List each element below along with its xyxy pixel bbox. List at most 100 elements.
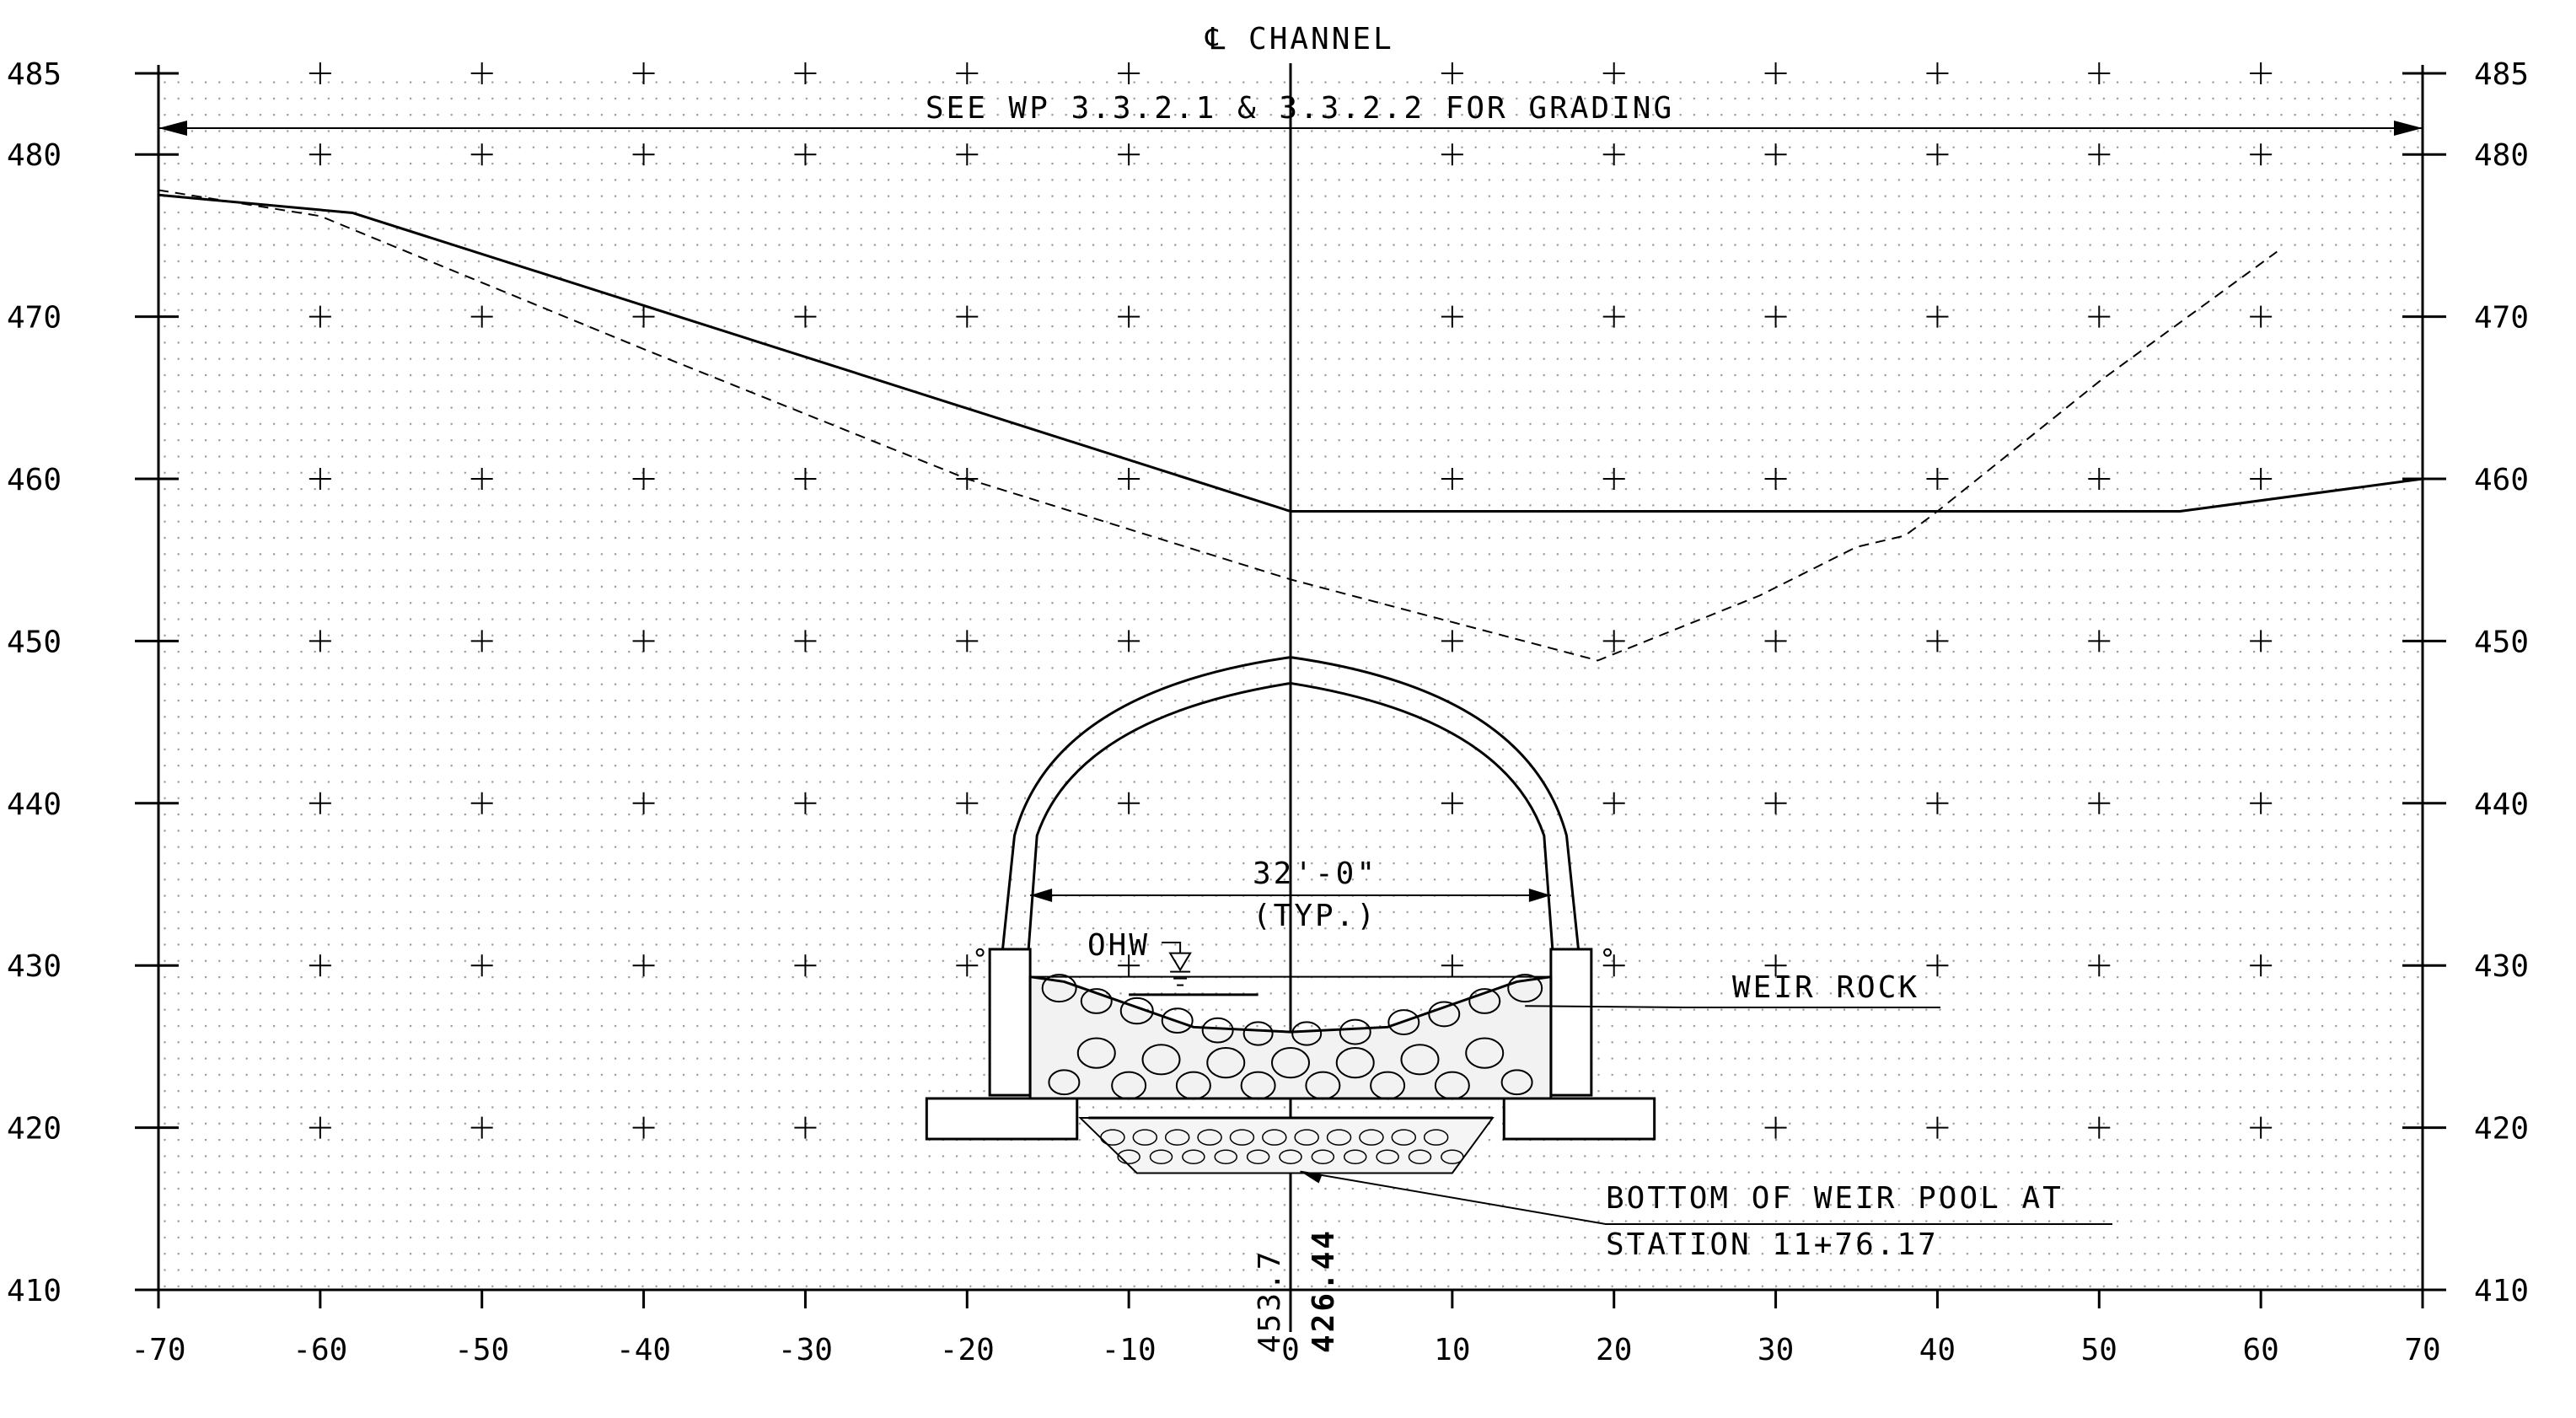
wall-marker-left	[975, 948, 985, 957]
ohw-label: OHW	[1087, 928, 1150, 963]
grid-plus-marker	[794, 143, 817, 166]
annotations: ℄ CHANNEL SEE WP 3.3.2.1 & 3.3.2.2 FOR G…	[158, 22, 2423, 1353]
grid-plus-marker	[1602, 62, 1625, 84]
rock-outline	[1500, 1069, 1533, 1096]
grid-plus-marker	[1118, 954, 1140, 977]
wall-marker-right	[1603, 948, 1613, 957]
grid-plus-marker	[632, 305, 655, 328]
y-tick-label-right: 460	[2474, 463, 2529, 497]
grid-plus-marker	[1926, 630, 1949, 653]
grid-plus-marker	[1602, 468, 1625, 490]
grid-plus-marker	[2250, 1116, 2273, 1139]
x-tick-label: -40	[616, 1333, 671, 1367]
gravel-pebble	[1326, 1129, 1352, 1146]
rock-outline	[1387, 1009, 1420, 1035]
grid-plus-marker	[470, 305, 493, 328]
gravel-pebble	[1149, 1149, 1173, 1164]
grid-plus-marker	[2088, 1116, 2111, 1139]
rock-outline	[1335, 1047, 1375, 1079]
y-tick-label-left: 480	[7, 138, 62, 173]
grid-plus-marker	[2088, 954, 2111, 977]
grid-plus-marker	[632, 792, 655, 814]
y-tick-label-left: 460	[7, 463, 62, 497]
gravel-pebble	[1311, 1149, 1335, 1164]
x-tick-label: -30	[778, 1333, 833, 1367]
grid-plus-marker	[1764, 305, 1787, 328]
grid-plus-marker	[1764, 954, 1787, 977]
gravel-pebble	[1279, 1149, 1302, 1164]
grid-plus-marker	[1764, 143, 1787, 166]
gravel-pebble	[1197, 1129, 1222, 1146]
x-tick-label: -50	[454, 1333, 509, 1367]
grid-plus-marker	[632, 62, 655, 84]
y-tick-label-right: 450	[2474, 625, 2529, 659]
grid-plus-marker	[632, 468, 655, 490]
y-tick-label-left: 420	[7, 1112, 62, 1147]
ohw-leader	[1162, 942, 1182, 953]
grid-plus-marker	[1441, 792, 1463, 814]
y-tick-label-left: 450	[7, 625, 62, 659]
rock-outline	[1048, 1069, 1081, 1096]
elevation-label-453: 453.7	[1253, 1249, 1287, 1353]
grid-plus-marker	[470, 62, 493, 84]
grid-plus-marker	[1118, 630, 1140, 653]
span-arrow-left	[1030, 889, 1053, 902]
grid-plus-marker	[2088, 468, 2111, 490]
y-tick-label-left: 410	[7, 1274, 62, 1308]
rock-outline	[1161, 1007, 1194, 1034]
rock-outline	[1080, 988, 1113, 1014]
y-tick-label-right: 440	[2474, 787, 2529, 822]
grid-plus-marker	[309, 62, 331, 84]
existing-ground-profile	[158, 189, 2278, 662]
grid-plus-marker	[632, 954, 655, 977]
grid-plus-marker	[470, 468, 493, 490]
grid-plus-marker	[1118, 305, 1140, 328]
centerline-label: ℄ CHANNEL	[1205, 22, 1394, 56]
grid-plus-marker	[2088, 630, 2111, 653]
bottom-note-line-1: BOTTOM OF WEIR POOL AT	[1606, 1181, 2063, 1216]
x-tick-label: 20	[1596, 1333, 1632, 1367]
grid-plus-marker	[1602, 792, 1625, 814]
y-tick-label-right: 485	[2474, 57, 2529, 92]
stem-wall-right	[1549, 948, 1593, 1097]
rock-outline	[1370, 1071, 1406, 1100]
grid-plus-marker	[2088, 792, 2111, 814]
grid-plus-marker	[1118, 143, 1140, 166]
rock-outline	[1428, 1001, 1461, 1028]
bottom-note-arrow	[1300, 1171, 1323, 1184]
grid-plus-marker	[1764, 1116, 1787, 1139]
grid-plus-marker	[2250, 630, 2273, 653]
grid-plus-marker	[1764, 630, 1787, 653]
gravel-pebble	[1441, 1149, 1464, 1164]
grid-plus-marker	[309, 954, 331, 977]
gravel-pebble	[1262, 1129, 1287, 1146]
gravel-pebble	[1408, 1149, 1432, 1164]
grid-plus-marker	[1602, 143, 1625, 166]
elevation-label-426: 426.44	[1307, 1228, 1341, 1353]
gravel-pebble	[1117, 1149, 1140, 1164]
x-tick-label: 0	[1281, 1333, 1300, 1367]
grid-plus-marker	[470, 1116, 493, 1139]
grid-plus-marker	[794, 1116, 817, 1139]
grid-plus-marker	[956, 954, 979, 977]
grid-plus-marker	[1118, 62, 1140, 84]
y-tick-label-left: 470	[7, 301, 62, 336]
outer-arch	[1001, 656, 1580, 950]
grid-plus-marker	[2250, 62, 2273, 84]
grid-plus-marker	[794, 954, 817, 977]
grid-plus-marker	[1441, 468, 1463, 490]
grid-plus-marker	[1441, 62, 1463, 84]
span-arrow-right	[1528, 889, 1551, 902]
gravel-pebble	[1100, 1129, 1125, 1146]
y-tick-label-right: 470	[2474, 301, 2529, 336]
rock-outline	[1201, 1017, 1234, 1044]
grid-plus-marker	[2250, 792, 2273, 814]
grid-plus-marker	[1764, 792, 1787, 814]
rock-outline	[1291, 1021, 1323, 1046]
grid-plus-marker	[956, 62, 979, 84]
grading-arrow-right	[2394, 121, 2423, 136]
grid-plus-marker	[1602, 954, 1625, 977]
grid-plus-marker	[1926, 468, 1949, 490]
rock-outline	[1271, 1047, 1310, 1079]
